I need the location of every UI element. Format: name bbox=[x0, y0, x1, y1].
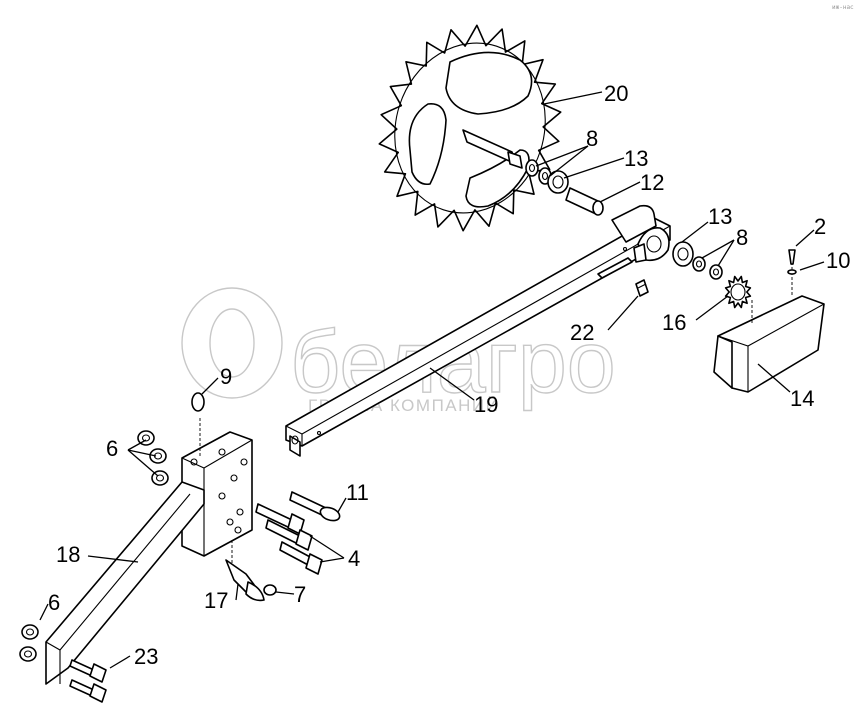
callout-9: 9 bbox=[220, 364, 232, 389]
callout-17: 17 bbox=[204, 588, 228, 613]
callout-16: 16 bbox=[662, 310, 686, 335]
spiked-wheel bbox=[378, 24, 562, 232]
callout-13b: 13 bbox=[708, 204, 732, 229]
cover-bracket bbox=[713, 249, 825, 393]
callout-22: 22 bbox=[570, 320, 594, 345]
callout-6a: 6 bbox=[106, 436, 118, 461]
callout-labels: 20 8 13 12 13 8 2 10 16 22 14 19 9 6 11 … bbox=[48, 81, 850, 669]
watermark-logo-icon bbox=[181, 287, 283, 399]
small-sprocket bbox=[724, 275, 752, 309]
mounting-bracket bbox=[45, 418, 253, 685]
callout-2: 2 bbox=[814, 214, 826, 239]
callout-8a: 8 bbox=[586, 126, 598, 151]
leader-lines bbox=[39, 91, 825, 669]
main-arm bbox=[285, 204, 671, 457]
hex-nuts bbox=[19, 430, 169, 662]
callout-6b: 6 bbox=[48, 590, 60, 615]
wheel-hardware bbox=[525, 159, 604, 216]
arm-end-hardware bbox=[672, 241, 723, 280]
callout-10: 10 bbox=[826, 248, 850, 273]
callout-8b: 8 bbox=[736, 225, 748, 250]
callout-4: 4 bbox=[348, 546, 360, 571]
grease-fitting bbox=[635, 279, 649, 297]
callout-19: 19 bbox=[474, 392, 498, 417]
callout-23: 23 bbox=[134, 644, 158, 669]
callout-12: 12 bbox=[640, 170, 664, 195]
callout-11: 11 bbox=[346, 480, 369, 505]
fasteners bbox=[69, 392, 341, 703]
callout-14: 14 bbox=[790, 386, 814, 411]
callout-18: 18 bbox=[56, 542, 80, 567]
corner-code: иж-нас bbox=[832, 4, 854, 11]
callout-20: 20 bbox=[604, 81, 628, 106]
callout-7: 7 bbox=[294, 582, 306, 607]
callout-13a: 13 bbox=[624, 146, 648, 171]
